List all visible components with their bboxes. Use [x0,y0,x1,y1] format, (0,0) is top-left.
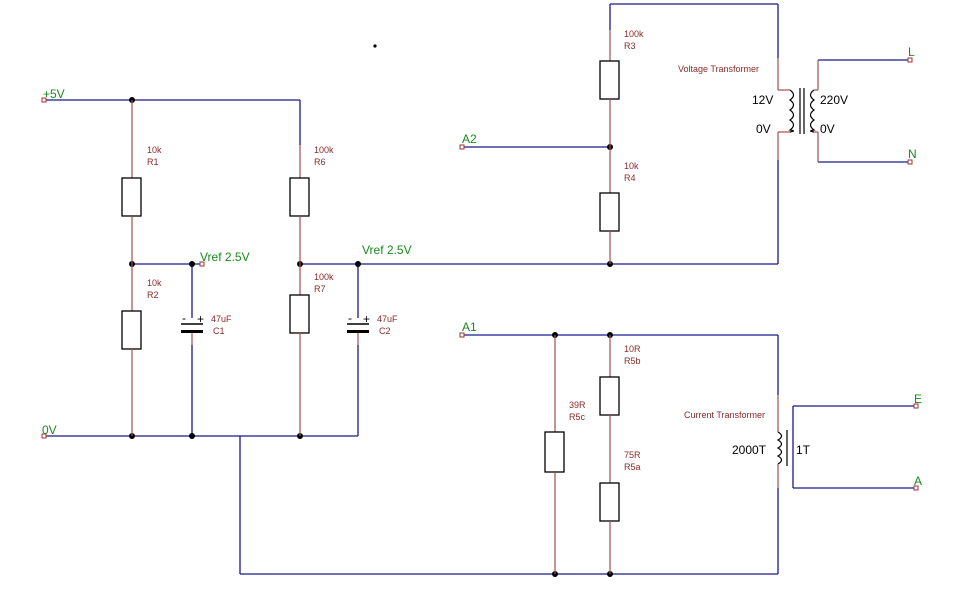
resistor-r3 [599,30,620,147]
r7-ref: R7 [314,284,326,294]
resistor-r5a [599,482,620,574]
r2-value: 10k [147,278,162,288]
resistor-r1 [121,100,142,264]
resistor-r6 [289,145,310,264]
c2-ref: C2 [379,326,391,336]
current-transformer-title: Current Transformer [684,410,765,420]
resistor-r5b [599,335,620,483]
resistor-r7 [289,264,310,436]
r1-value: 10k [147,145,162,155]
net-label-n: N [908,147,917,161]
c1-ref: C1 [213,326,225,336]
terminals [41,57,919,491]
net-labels: +5V 0V Vref 2.5V Vref 2.5V A2 A1 L N E A [42,45,922,488]
r7-value: 100k [314,272,334,282]
junction-nodes [129,44,613,577]
capacitor-c2: - + [347,311,370,345]
resistor-r2 [121,264,142,436]
resistor-r5c [544,335,565,574]
r1-ref: R1 [147,157,159,167]
r3-ref: R3 [624,41,636,51]
vt-secondary-top-label: 220V [820,93,848,107]
r5b-value: 10R [624,344,641,354]
wires [44,3,916,575]
voltage-transformer: Voltage Transformer 12V 0V 220V 0V [678,58,848,162]
net-label-l: L [908,45,915,59]
component-labels: 10k R1 10k R2 100k R6 100k R7 47uF C1 47… [147,29,644,472]
c1-minus: - [182,311,186,325]
c2-plus: + [363,312,370,326]
ct-right-label: 1T [796,443,811,457]
net-label-a2: A2 [462,132,477,146]
capacitor-c1: - + [181,311,204,345]
c2-minus: - [348,311,352,325]
r3-value: 100k [624,29,644,39]
vt-primary-bottom-label: 0V [756,122,771,136]
ct-left-label: 2000T [732,443,767,457]
net-label-a: A [914,474,922,488]
net-label-plus5v: +5V [43,87,65,101]
c2-value: 47uF [377,314,398,324]
vt-primary-top-label: 12V [752,93,773,107]
r4-value: 10k [624,161,639,171]
r5a-value: 75R [624,450,641,460]
vt-secondary-bottom-label: 0V [820,122,835,136]
voltage-transformer-title: Voltage Transformer [678,64,759,74]
r4-ref: R4 [624,173,636,183]
r2-ref: R2 [147,290,159,300]
c1-value: 47uF [211,314,232,324]
current-transformer: Current Transformer 2000T 1T [684,395,811,488]
r5c-ref: R5c [569,412,586,422]
r5c-value: 39R [569,400,586,410]
net-label-vref-left: Vref 2.5V [200,250,250,264]
net-label-0v: 0V [42,423,57,437]
net-label-vref-right: Vref 2.5V [362,243,412,257]
r5b-ref: R5b [624,356,641,366]
r6-ref: R6 [314,157,326,167]
net-label-a1: A1 [462,320,477,334]
r5a-ref: R5a [624,462,641,472]
r6-value: 100k [314,145,334,155]
resistor-r4 [599,147,620,264]
c1-plus: + [197,312,204,326]
net-label-e: E [914,392,922,406]
